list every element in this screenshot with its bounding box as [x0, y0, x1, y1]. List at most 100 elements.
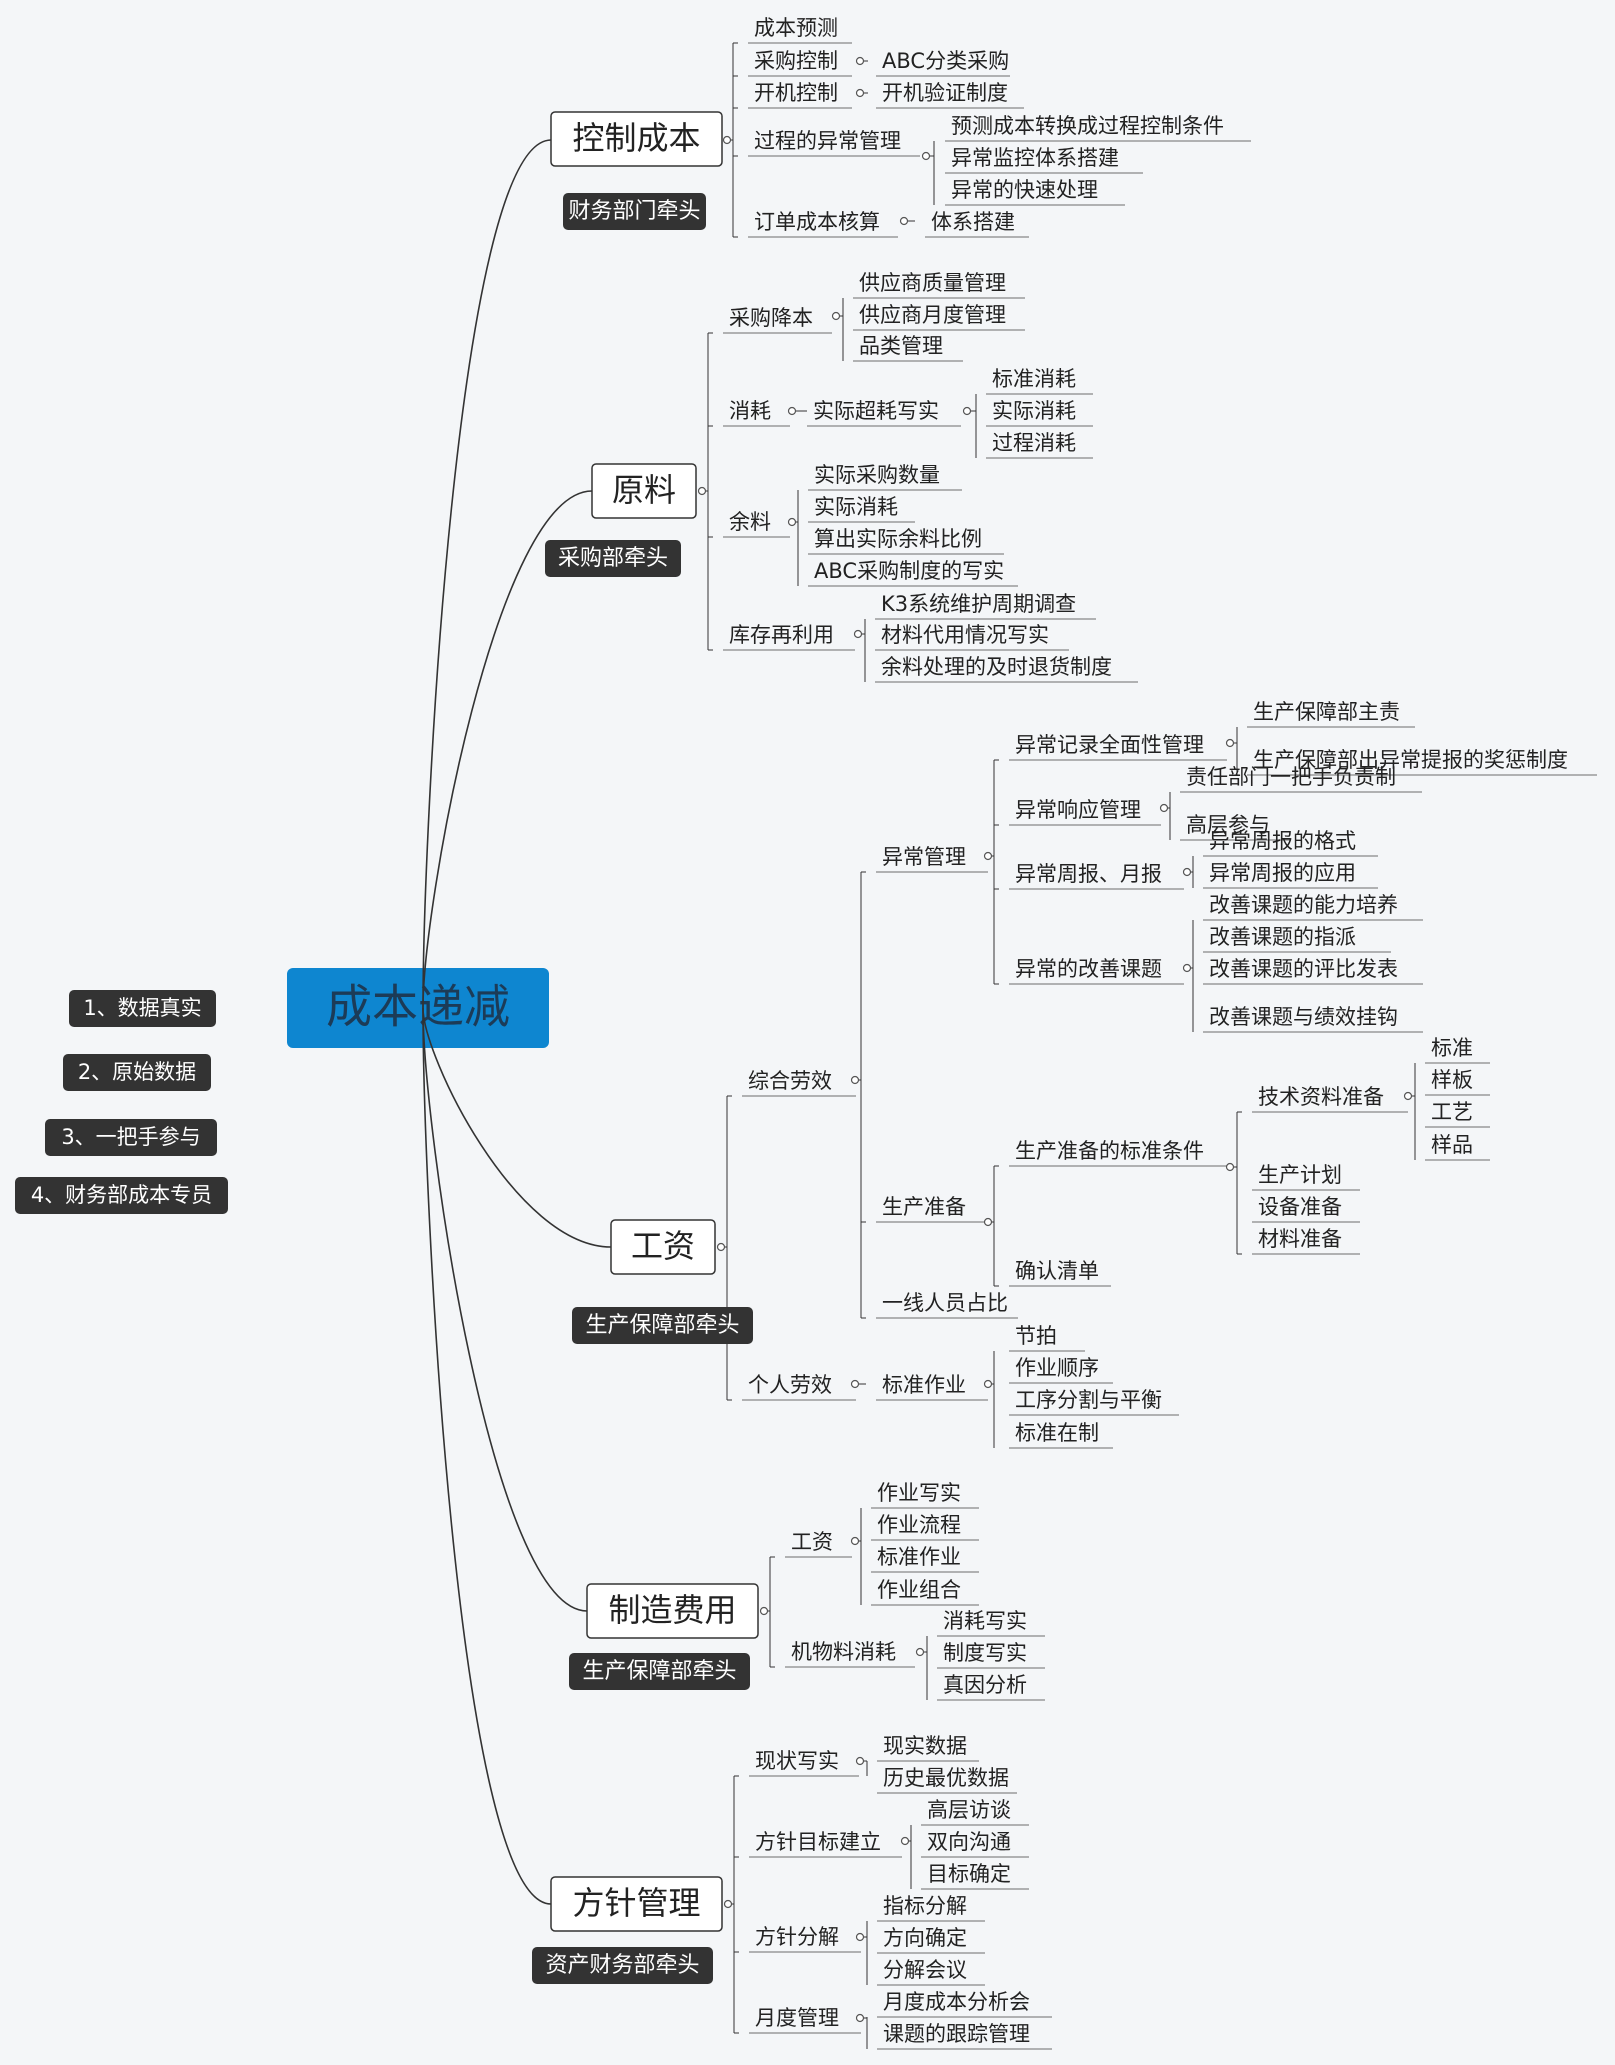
- topic-label: 采购降本: [729, 306, 813, 330]
- collapse-toggle[interactable]: [962, 406, 972, 416]
- collapse-toggle[interactable]: [1225, 738, 1235, 748]
- topic-label: 材料准备: [1258, 1227, 1342, 1251]
- collapse-toggle[interactable]: [722, 135, 732, 145]
- collapse-toggle[interactable]: [983, 1379, 993, 1389]
- collapse-toggle[interactable]: [855, 56, 865, 66]
- topic-label: 异常管理: [882, 845, 966, 869]
- owner-tag[interactable]: [569, 1653, 750, 1690]
- collapse-toggle[interactable]: [831, 311, 841, 321]
- main-topic-box[interactable]: [550, 111, 723, 167]
- note-badge[interactable]: [15, 1177, 228, 1214]
- collapse-toggle[interactable]: [855, 1932, 865, 1942]
- topic-label: 改善课题的能力培养: [1209, 893, 1398, 917]
- collapse-toggle[interactable]: [759, 1606, 769, 1616]
- collapse-toggle[interactable]: [855, 88, 865, 98]
- collapse-toggle[interactable]: [1403, 1091, 1413, 1101]
- topic-label: 实际消耗: [814, 495, 898, 519]
- topic-label: 制度写实: [943, 1641, 1027, 1665]
- main-topic-box[interactable]: [586, 1583, 759, 1639]
- collapse-toggle[interactable]: [697, 486, 707, 496]
- collapse-toggle[interactable]: [787, 406, 797, 416]
- collapse-toggle[interactable]: [983, 851, 993, 861]
- topic-label: 实际超耗写实: [813, 399, 939, 423]
- collapse-toggle[interactable]: [855, 1756, 865, 1766]
- owner-tag[interactable]: [545, 540, 681, 577]
- topic-label: 方针目标建立: [755, 1830, 881, 1854]
- topic-label: 材料代用情况写实: [881, 623, 1049, 647]
- topic-label: 开机控制: [754, 81, 838, 105]
- owner-tag-label: 生产保障部牵头: [582, 1659, 736, 1684]
- topic-label: 作业流程: [877, 1513, 961, 1537]
- main-topic-label: 方针管理: [572, 1884, 700, 1922]
- collapse-toggle[interactable]: [1225, 1162, 1235, 1172]
- branch-curve: [422, 1007, 552, 1905]
- note-badge[interactable]: [45, 1119, 217, 1156]
- topic-label: 综合劳效: [748, 1069, 832, 1093]
- collapse-toggle[interactable]: [900, 1836, 910, 1846]
- topic-label: 分解会议: [883, 1958, 967, 1982]
- topic-label: 标准消耗: [992, 367, 1076, 391]
- main-topic-box[interactable]: [550, 1876, 723, 1932]
- topic-label: 过程的异常管理: [754, 129, 901, 153]
- collapse-toggle[interactable]: [716, 1242, 726, 1252]
- topic-label: 作业组合: [877, 1578, 961, 1602]
- topic-label: K3系统维护周期调查: [881, 592, 1076, 616]
- owner-tag-label: 采购部牵头: [558, 546, 668, 571]
- topic-label: 节拍: [1015, 1324, 1057, 1348]
- topic-label: 异常周报的格式: [1209, 829, 1356, 853]
- note-badge[interactable]: [63, 1054, 211, 1091]
- topic-label: 指标分解: [883, 1894, 967, 1918]
- topic-label: 改善课题的指派: [1209, 925, 1356, 949]
- topic-label: 历史最优数据: [883, 1766, 1009, 1790]
- collapse-toggle[interactable]: [1182, 867, 1192, 877]
- topic-label: 月度成本分析会: [883, 1990, 1030, 2014]
- collapse-toggle[interactable]: [921, 151, 931, 161]
- topic-label: 高层参与: [1186, 813, 1270, 837]
- collapse-toggle[interactable]: [853, 629, 863, 639]
- collapse-toggle[interactable]: [723, 1899, 733, 1909]
- collapse-toggle[interactable]: [983, 1217, 993, 1227]
- topic-label: 异常监控体系搭建: [951, 146, 1119, 170]
- main-topic-label: 控制成本: [572, 119, 700, 157]
- topic-label: 异常记录全面性管理: [1015, 733, 1204, 757]
- collapse-toggle[interactable]: [850, 1379, 860, 1389]
- topic-label: 实际采购数量: [814, 463, 940, 487]
- topic-label: 方向确定: [883, 1926, 967, 1950]
- topic-label: 确认清单: [1015, 1259, 1099, 1283]
- note-label: 4、财务部成本专员: [31, 1183, 212, 1207]
- topic-label: 开机验证制度: [882, 81, 1008, 105]
- topic-label: 异常周报、月报: [1015, 862, 1162, 886]
- owner-tag-label: 资产财务部牵头: [545, 1953, 699, 1978]
- topic-label: 订单成本核算: [754, 210, 880, 234]
- owner-tag[interactable]: [572, 1307, 753, 1344]
- topic-label: 工序分割与平衡: [1015, 1388, 1162, 1412]
- collapse-toggle[interactable]: [915, 1647, 925, 1657]
- note-badge[interactable]: [69, 990, 216, 1027]
- topic-label: 双向沟通: [927, 1830, 1011, 1854]
- topic-label: 技术资料准备: [1258, 1085, 1384, 1109]
- topic-label: 月度管理: [755, 2006, 839, 2030]
- collapse-toggle[interactable]: [899, 216, 909, 226]
- topic-label: 工艺: [1431, 1100, 1473, 1124]
- topic-label: 个人劳效: [748, 1373, 832, 1397]
- topic-label: 责任部门一把手负责制: [1186, 765, 1396, 789]
- collapse-toggle[interactable]: [850, 1536, 860, 1546]
- root-topic[interactable]: [287, 968, 549, 1048]
- topic-label: 作业顺序: [1015, 1356, 1099, 1380]
- topic-label: 目标确定: [927, 1862, 1011, 1886]
- branch-curve: [422, 139, 552, 1009]
- topic-label: 生产准备的标准条件: [1015, 1139, 1204, 1163]
- main-topic-box[interactable]: [591, 463, 697, 519]
- collapse-toggle[interactable]: [787, 517, 797, 527]
- topic-label: 成本预测: [754, 16, 838, 40]
- collapse-toggle[interactable]: [850, 1075, 860, 1085]
- topic-label: 课题的跟踪管理: [883, 2022, 1030, 2046]
- topic-label: 异常响应管理: [1015, 798, 1141, 822]
- collapse-toggle[interactable]: [1182, 963, 1192, 973]
- main-topic-box[interactable]: [610, 1219, 716, 1275]
- collapse-toggle[interactable]: [1159, 803, 1169, 813]
- collapse-toggle[interactable]: [855, 2013, 865, 2023]
- topic-label: 生产准备: [882, 1195, 966, 1219]
- owner-tag[interactable]: [532, 1947, 713, 1984]
- owner-tag[interactable]: [563, 193, 706, 230]
